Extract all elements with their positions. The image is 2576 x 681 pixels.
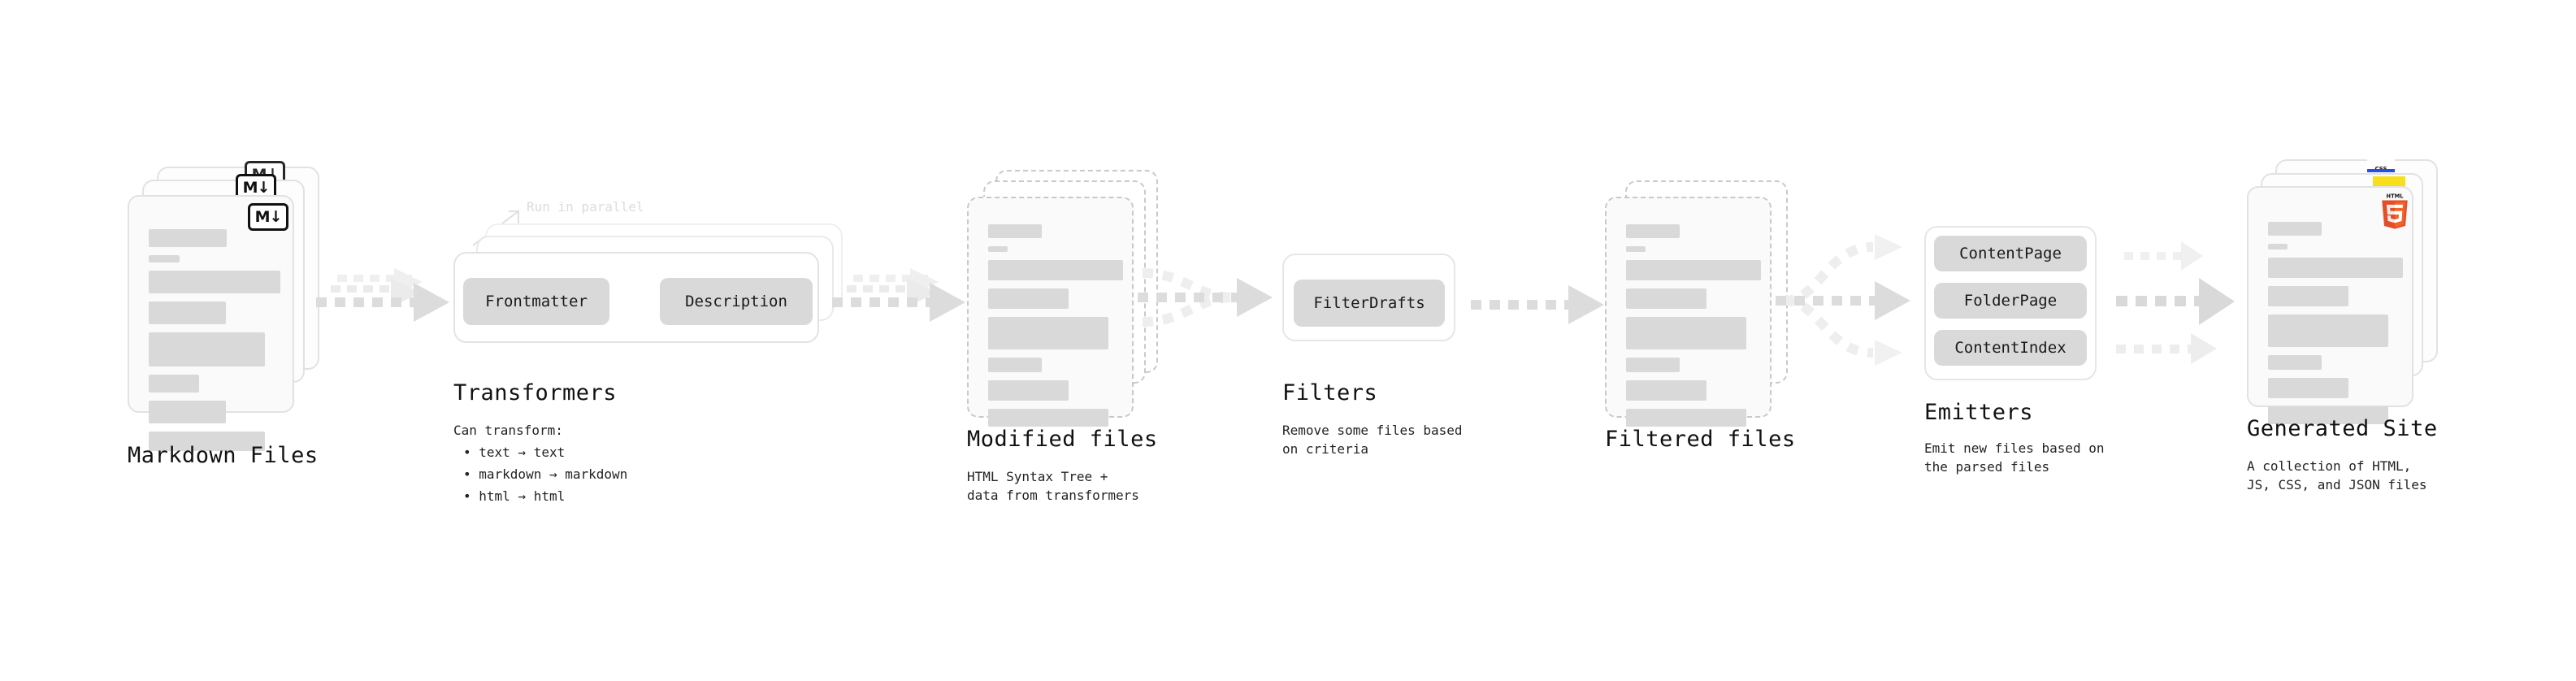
card-bar xyxy=(2268,258,2403,278)
transformer-node-description-label: Description xyxy=(685,293,787,310)
connector-emitters-to-site xyxy=(2113,229,2267,375)
transformers-bullet-1: • markdown → markdown xyxy=(463,466,628,482)
modified-card-front xyxy=(967,197,1134,427)
connector-modified-to-filters xyxy=(1138,262,1292,351)
stage-subtitle-modified-files: HTML Syntax Tree + data from transformer… xyxy=(967,469,1139,504)
emitter-node-contentpage-label: ContentPage xyxy=(1959,245,2062,262)
stage-title-filters: Filters xyxy=(1282,380,1378,406)
card-bar xyxy=(1626,224,1680,238)
connector-markdown-to-transformers xyxy=(313,268,467,349)
card-bar xyxy=(988,317,1108,349)
card-bar xyxy=(149,255,180,262)
emitter-node-contentindex[interactable]: ContentIndex xyxy=(1934,330,2087,366)
card-bar xyxy=(2268,314,2388,347)
site-card-bars xyxy=(2268,222,2403,432)
stage-title-filtered-files: Filtered files xyxy=(1605,427,1796,452)
card-bar xyxy=(149,375,199,393)
run-in-parallel-label: Run in parallel xyxy=(527,199,644,215)
card-bar xyxy=(988,380,1069,401)
card-bar xyxy=(988,246,1008,252)
card-bar xyxy=(988,409,1108,427)
stage-subtitle-generated-site: A collection of HTML, JS, CSS, and JSON … xyxy=(2247,458,2427,493)
stage-title-modified-files: Modified files xyxy=(967,427,1158,452)
card-bar xyxy=(149,332,265,367)
card-bar xyxy=(2268,222,2322,236)
card-bar xyxy=(2268,406,2388,424)
card-bar xyxy=(1626,260,1761,280)
emitter-node-folderpage-label: FolderPage xyxy=(1963,292,2058,310)
dotted-arrow-icon xyxy=(2116,241,2235,364)
dotted-arrow-icon xyxy=(832,268,965,322)
stage-subtitle-transformers: Can transform: xyxy=(453,423,563,438)
card-bar xyxy=(149,229,227,247)
card-bar xyxy=(1626,409,1746,427)
card-bar xyxy=(149,432,265,451)
emitter-node-folderpage[interactable]: FolderPage xyxy=(1934,283,2087,319)
markdown-card-front xyxy=(128,195,294,451)
filter-node-filterdrafts[interactable]: FilterDrafts xyxy=(1294,280,1445,327)
filtered-card-front xyxy=(1605,197,1772,427)
stage-title-generated-site: Generated Site xyxy=(2247,416,2438,441)
css-badge-bar xyxy=(2367,169,2395,172)
card-bar xyxy=(1626,288,1706,309)
emitter-node-contentindex-label: ContentIndex xyxy=(1954,339,2066,357)
stage-title-emitters: Emitters xyxy=(1924,400,2034,425)
card-bar xyxy=(149,271,280,293)
filter-node-filterdrafts-label: FilterDrafts xyxy=(1313,294,1425,312)
stage-title-transformers: Transformers xyxy=(453,380,618,406)
card-bar xyxy=(1626,317,1746,349)
card-bar xyxy=(1626,358,1680,372)
connector-filtered-to-emitters xyxy=(1776,229,1930,375)
card-bar xyxy=(988,358,1042,372)
emitter-node-contentpage[interactable]: ContentPage xyxy=(1934,236,2087,271)
filtered-card-bars xyxy=(1626,224,1761,435)
markdown-badge: M↓ xyxy=(248,203,288,231)
card-bar xyxy=(988,288,1069,309)
card-bar xyxy=(2268,378,2348,398)
card-bar xyxy=(2268,355,2322,370)
connector-filters-to-filtered xyxy=(1471,285,1617,337)
css-badge: CSS xyxy=(2367,159,2395,172)
transformers-bullet-0: • text → text xyxy=(463,445,566,460)
dotted-arrow-merge-icon xyxy=(1138,268,1273,327)
card-bar xyxy=(988,224,1042,238)
card-bar xyxy=(1626,246,1646,252)
dotted-arrow-branch-icon xyxy=(1776,234,1910,366)
card-bar xyxy=(2268,286,2348,306)
transformers-bullet-2: • html → html xyxy=(463,488,566,504)
card-bar xyxy=(149,301,226,324)
connector-transformers-to-modified xyxy=(829,268,983,349)
card-bar xyxy=(2268,244,2288,249)
markdown-card-bars xyxy=(149,229,280,459)
dotted-arrow-icon xyxy=(1471,285,1604,324)
stage-subtitle-filters: Remove some files based on criteria xyxy=(1282,423,1463,458)
modified-card-bars xyxy=(988,224,1123,435)
transformer-node-description[interactable]: Description xyxy=(660,278,813,325)
card-bar xyxy=(149,401,226,423)
card-bar xyxy=(1626,380,1706,401)
html5-badge: HTML xyxy=(2382,193,2408,229)
stage-subtitle-emitters: Emit new files based on the parsed files xyxy=(1924,440,2105,475)
dotted-arrow-icon xyxy=(316,268,449,322)
card-bar xyxy=(988,260,1123,280)
svg-text:HTML: HTML xyxy=(2387,193,2405,199)
transformer-node-frontmatter-label: Frontmatter xyxy=(485,293,588,310)
transformer-node-frontmatter[interactable]: Frontmatter xyxy=(463,278,609,325)
stage-title-markdown-files: Markdown Files xyxy=(128,443,319,468)
